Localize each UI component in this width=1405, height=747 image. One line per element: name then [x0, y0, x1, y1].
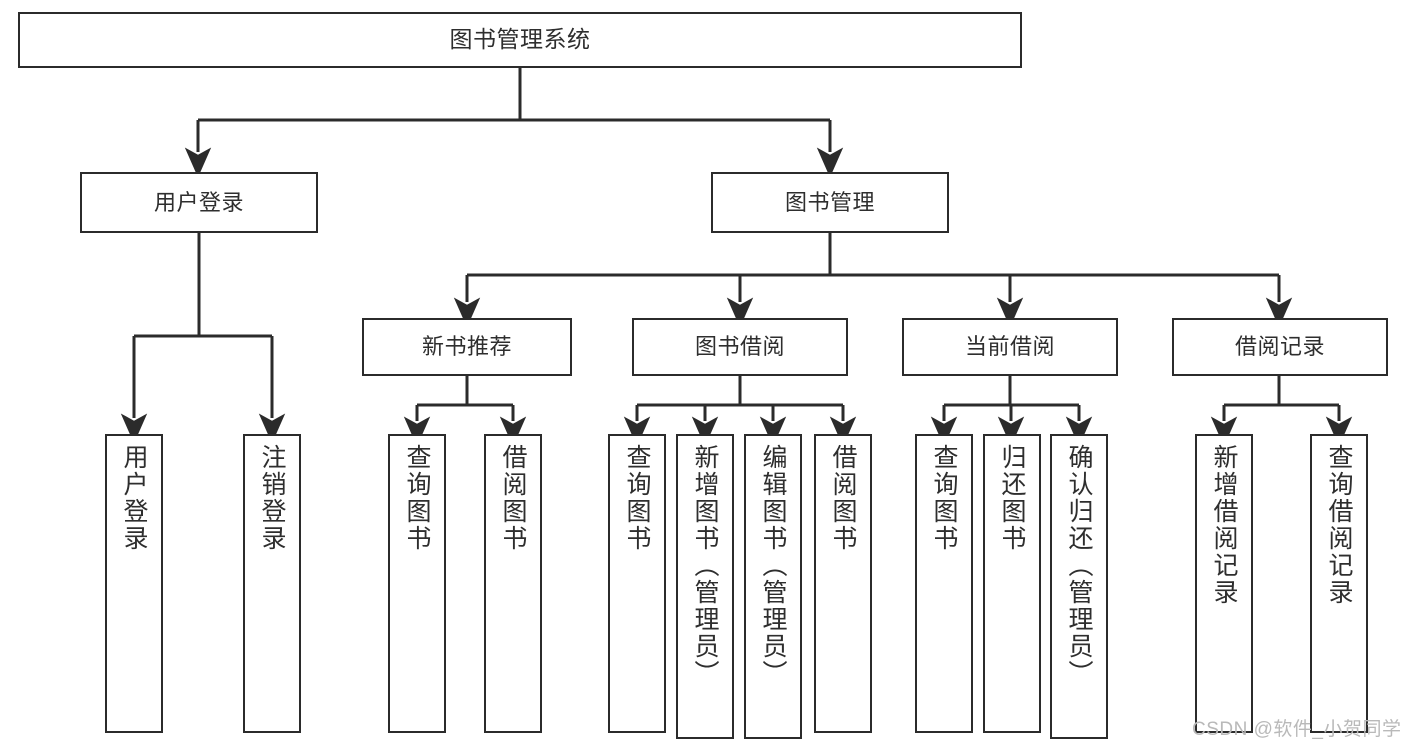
- node-book-management[interactable]: 图书管理: [711, 172, 949, 233]
- node-label: 图书管理系统: [449, 26, 591, 53]
- csdn-watermark: CSDN @软件_小贺同学: [1192, 719, 1402, 740]
- node-label: 确认归还（管理员）: [1065, 444, 1093, 687]
- node-new-book-recommend[interactable]: 新书推荐: [362, 318, 572, 376]
- leaf-borrow-record-add[interactable]: 新增借阅记录: [1195, 434, 1253, 733]
- leaf-user-login-login[interactable]: 用户登录: [105, 434, 163, 733]
- node-label: 用户登录: [120, 444, 148, 552]
- leaf-borrow-record-query[interactable]: 查询借阅记录: [1310, 434, 1368, 733]
- node-label: 借阅记录: [1234, 334, 1325, 360]
- leaf-book-borrow-borrow[interactable]: 借阅图书: [814, 434, 872, 733]
- node-label: 新书推荐: [421, 334, 512, 360]
- node-label: 用户登录: [153, 189, 244, 215]
- node-label: 查询图书: [403, 444, 431, 552]
- leaf-book-borrow-query[interactable]: 查询图书: [608, 434, 666, 733]
- node-current-borrow[interactable]: 当前借阅: [902, 318, 1118, 376]
- leaf-user-login-logout[interactable]: 注销登录: [243, 434, 301, 733]
- leaf-new-book-query[interactable]: 查询图书: [388, 434, 446, 733]
- node-label: 借阅图书: [829, 444, 857, 552]
- node-label: 新增图书（管理员）: [691, 444, 719, 687]
- node-book-borrow[interactable]: 图书借阅: [632, 318, 848, 376]
- leaf-current-borrow-confirm-return[interactable]: 确认归还（管理员）: [1050, 434, 1108, 739]
- node-label: 注销登录: [258, 444, 286, 552]
- node-label: 借阅图书: [499, 444, 527, 552]
- node-label: 归还图书: [998, 444, 1026, 552]
- node-label: 当前借阅: [964, 334, 1055, 360]
- leaf-new-book-borrow[interactable]: 借阅图书: [484, 434, 542, 733]
- leaf-current-borrow-query[interactable]: 查询图书: [915, 434, 973, 733]
- node-label: 图书借阅: [694, 334, 785, 360]
- node-label: 新增借阅记录: [1210, 444, 1238, 606]
- node-label: 图书管理: [784, 189, 875, 215]
- node-root-system[interactable]: 图书管理系统: [18, 12, 1022, 68]
- node-borrow-record[interactable]: 借阅记录: [1172, 318, 1388, 376]
- leaf-book-borrow-edit[interactable]: 编辑图书（管理员）: [744, 434, 802, 739]
- leaf-current-borrow-return[interactable]: 归还图书: [983, 434, 1041, 733]
- node-label: 查询借阅记录: [1325, 444, 1353, 606]
- node-label: 查询图书: [623, 444, 651, 552]
- leaf-book-borrow-add[interactable]: 新增图书（管理员）: [676, 434, 734, 739]
- node-label: 查询图书: [930, 444, 958, 552]
- node-user-login[interactable]: 用户登录: [80, 172, 318, 233]
- node-label: 编辑图书（管理员）: [759, 444, 787, 687]
